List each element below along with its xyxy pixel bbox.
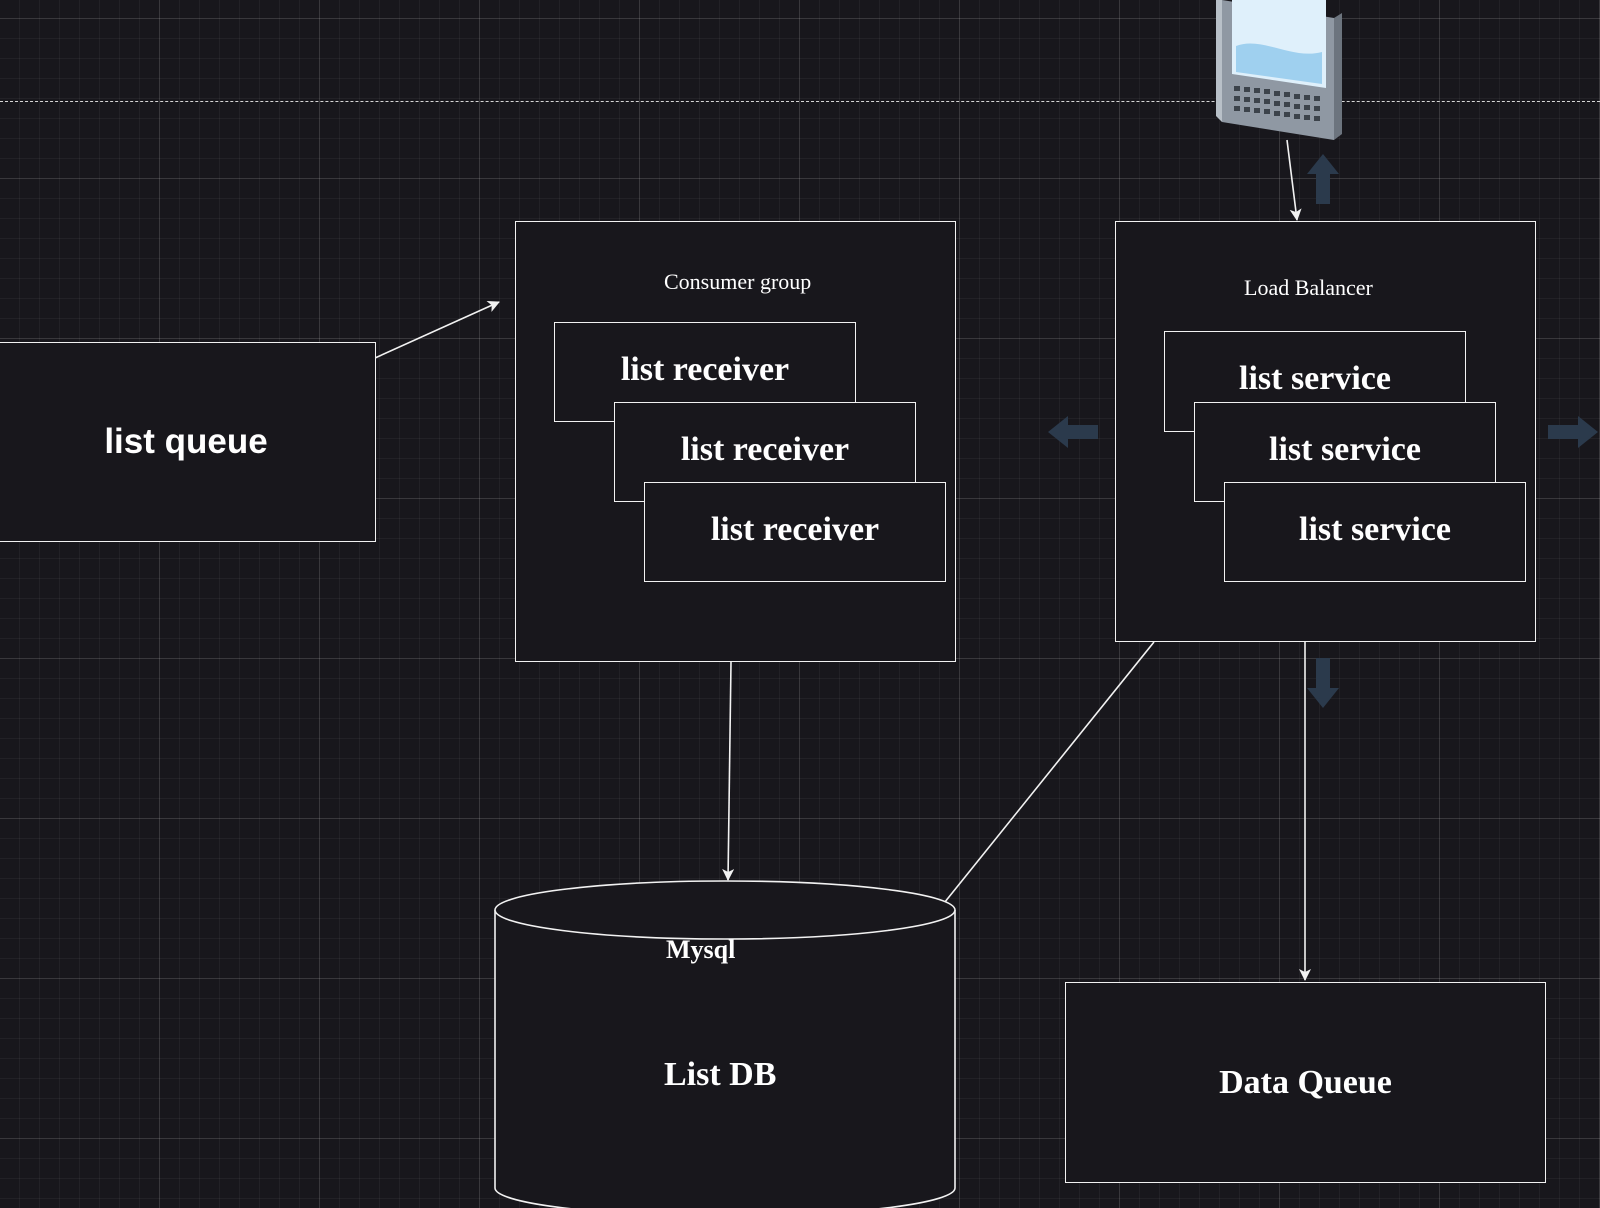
connection-arrow-left-icon[interactable]	[1046, 414, 1100, 450]
edge-consumer-to-db	[722, 661, 735, 881]
mobile-device-icon[interactable]	[1212, 0, 1342, 142]
list-service-node-3[interactable]: list service	[1224, 482, 1526, 582]
list-service-label-1: list service	[1239, 360, 1391, 397]
list-queue-node[interactable]: list queue	[0, 342, 376, 542]
list-service-label-3: list service	[1299, 511, 1451, 548]
data-queue-label: Data Queue	[1219, 1063, 1392, 1101]
connection-arrow-down-icon[interactable]	[1305, 656, 1341, 710]
list-receiver-label-3: list receiver	[710, 511, 880, 548]
edge-loadbalancer-to-db	[923, 641, 1155, 929]
load-balancer-title: Load Balancer	[1244, 275, 1373, 300]
data-queue-node[interactable]: Data Queue	[1065, 982, 1546, 1183]
boundary-line	[0, 101, 1600, 102]
consumer-group-title: Consumer group	[664, 269, 812, 294]
connection-arrow-up-icon[interactable]	[1305, 152, 1341, 206]
list-receiver-node-3[interactable]: list receiver	[644, 482, 946, 582]
list-receiver-label-1: list receiver	[620, 351, 790, 388]
list-db-name-label: List DB	[664, 1056, 777, 1093]
list-service-label-2: list service	[1269, 431, 1421, 468]
edge-client-to-loadbalancer	[1286, 139, 1302, 221]
list-db-cylinder[interactable]	[492, 878, 958, 1208]
list-receiver-label-2: list receiver	[680, 431, 850, 468]
list-db-engine-label: Mysql	[666, 935, 736, 964]
connection-arrow-right-icon[interactable]	[1546, 414, 1600, 450]
list-queue-label: list queue	[104, 422, 268, 461]
edge-queue-to-consumer	[374, 301, 500, 359]
